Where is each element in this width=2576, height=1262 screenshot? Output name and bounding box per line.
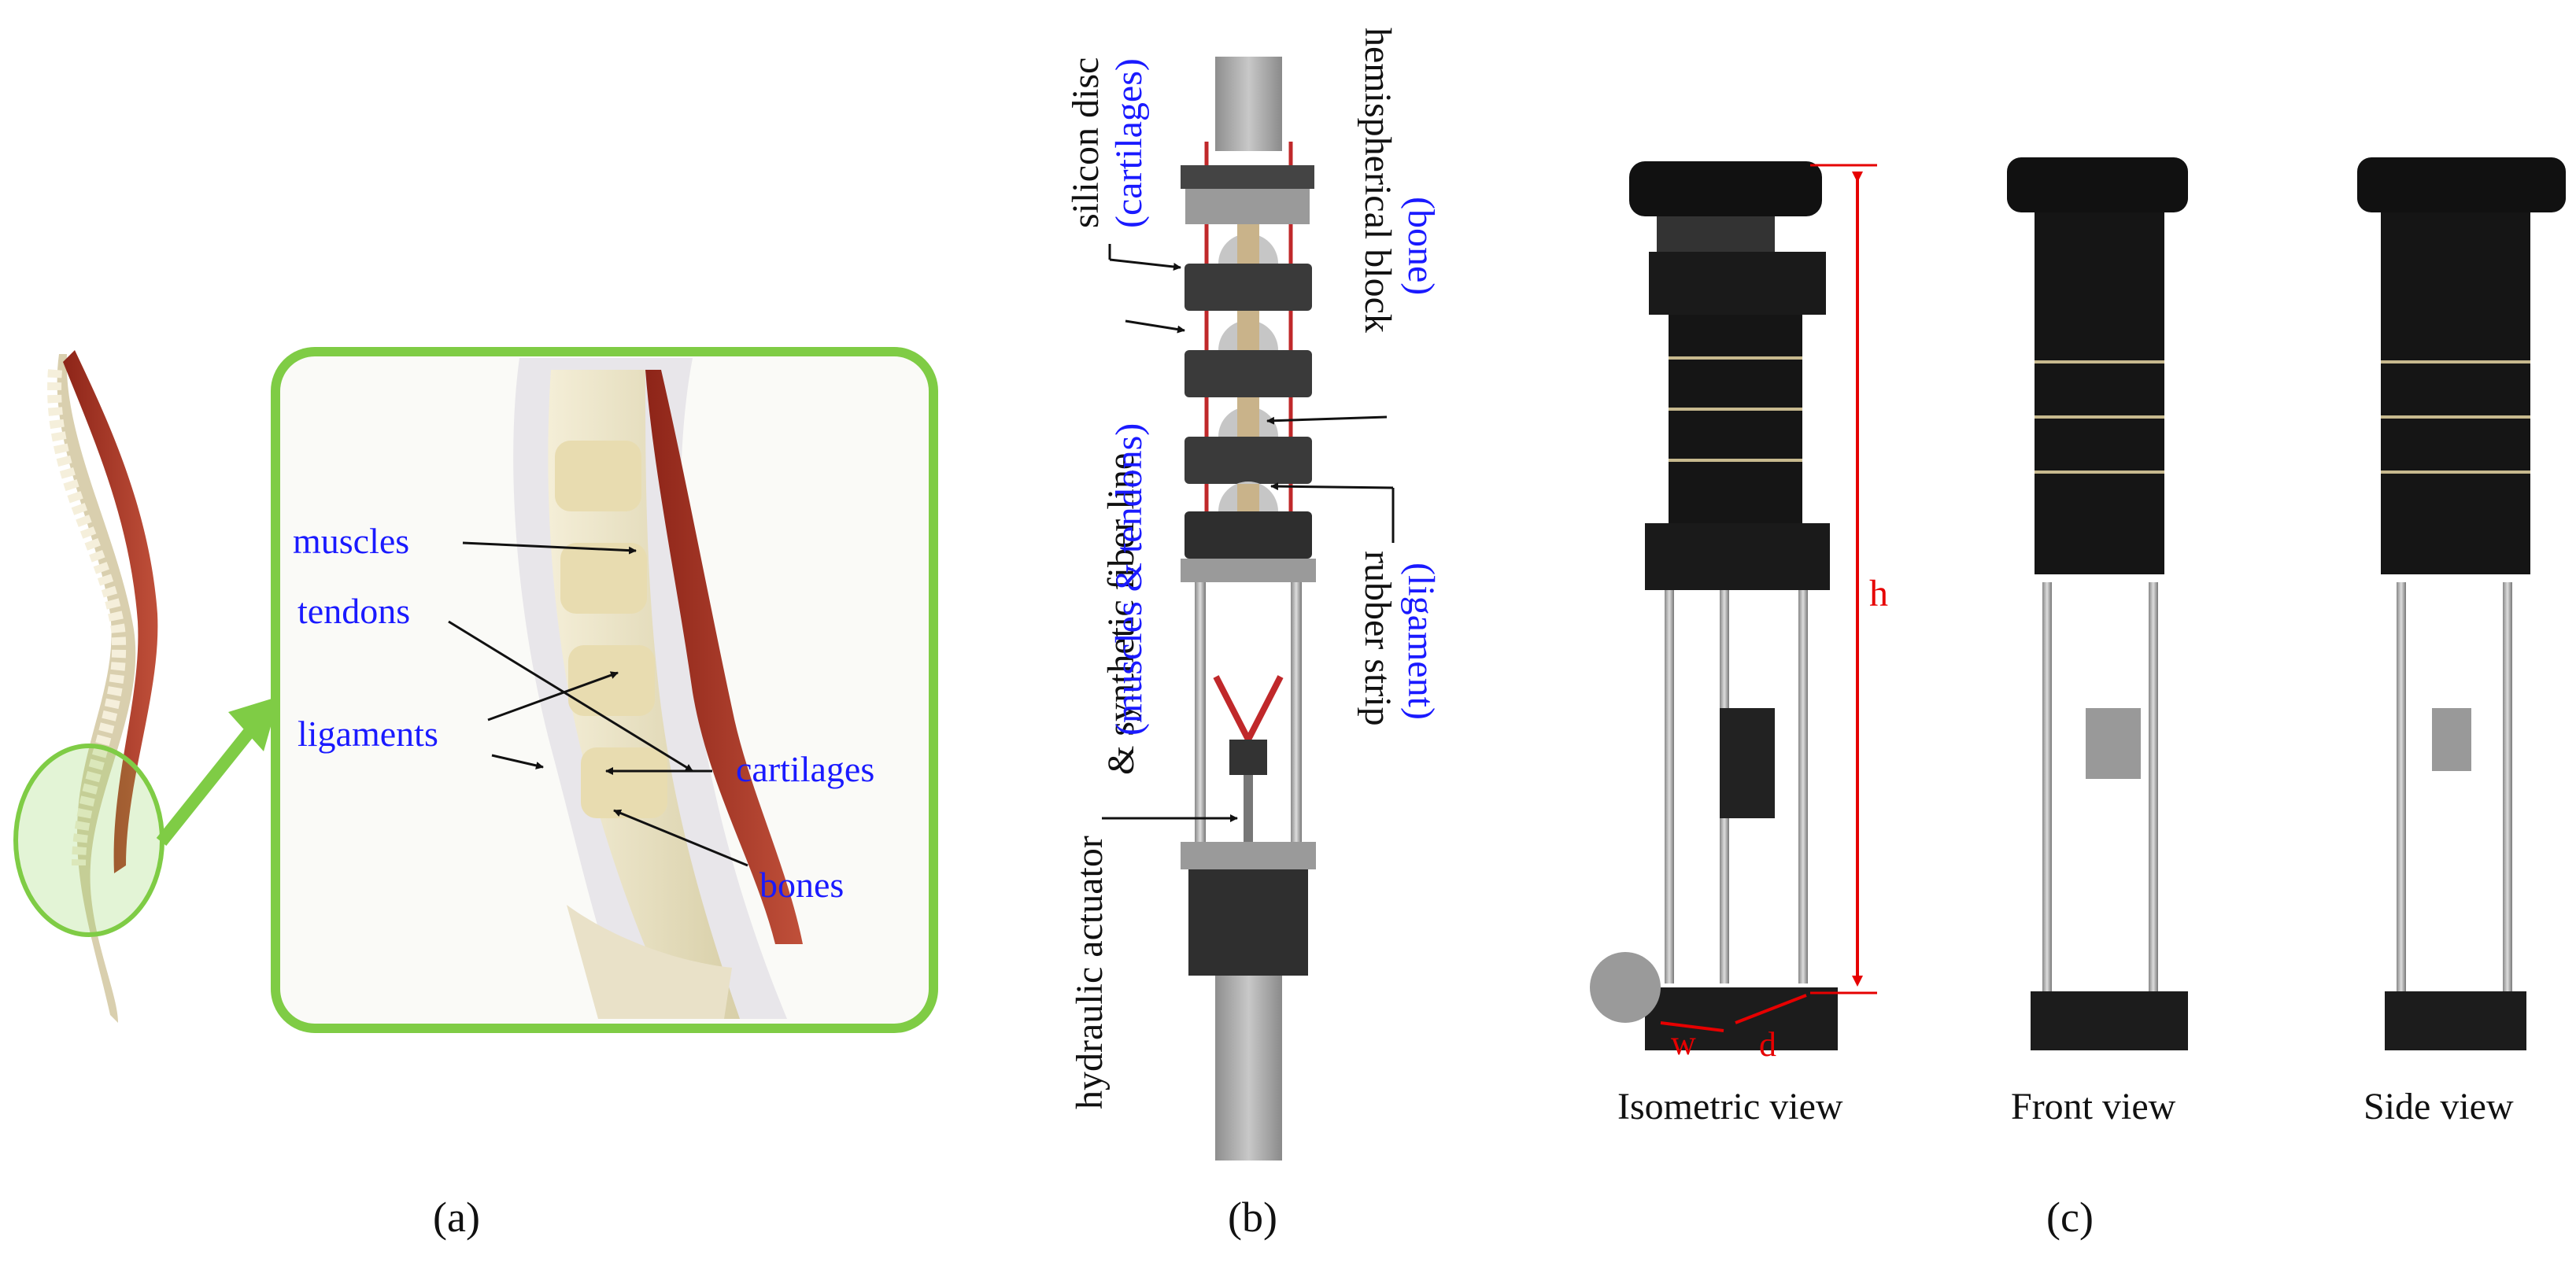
panel-c: h w d Isometric view Front view Side vie… [1590, 157, 2566, 1241]
dim-d-label: d [1759, 1025, 1776, 1064]
label-fiber-line-sub: (muscles & tendons) [1108, 423, 1150, 736]
view-label-front: Front view [2011, 1086, 2176, 1127]
photo-isometric-view [1590, 161, 1838, 1050]
cad-model [1181, 57, 1316, 1161]
anatomy-pointers [448, 541, 748, 867]
label-ligaments: ligaments [298, 714, 438, 754]
label-silicon-disc: silicon disc [1065, 57, 1107, 228]
label-rubber-strip-sub: (ligament) [1400, 563, 1442, 720]
label-hemispherical-block-sub: (bone) [1400, 197, 1442, 295]
label-tendons: tendons [298, 591, 410, 631]
dim-w-label: w [1671, 1024, 1696, 1062]
panel-b: silicon disc (cartilages) & synthetic fi… [1065, 28, 1442, 1241]
view-label-isometric: Isometric view [1617, 1086, 1843, 1127]
caption-c: (c) [2046, 1194, 2094, 1241]
label-cartilages: cartilages [736, 749, 874, 789]
zoom-arrow [156, 696, 279, 846]
label-silicon-disc-sub: (cartilages) [1108, 58, 1150, 228]
photo-front-view [2007, 157, 2188, 1050]
caption-a: (a) [433, 1194, 480, 1241]
highlight-circle [13, 744, 164, 937]
view-label-side: Side view [2363, 1086, 2514, 1127]
dim-h-label: h [1869, 573, 1888, 614]
full-spine-illustration [47, 350, 158, 1023]
panel-a: muscles tendons ligaments cartilages bon… [13, 347, 938, 1241]
cad-pointers [1102, 244, 1395, 822]
caption-b: (b) [1228, 1194, 1277, 1241]
label-rubber-strip: rubber strip [1357, 551, 1399, 726]
dimension-w-d [1660, 994, 1807, 1032]
photo-side-view [2357, 157, 2566, 1050]
label-bones: bones [759, 865, 844, 905]
label-hemispherical-block: hemispherical block [1357, 28, 1399, 333]
dimension-h [1810, 164, 1877, 994]
label-hydraulic-actuator: hydraulic actuator [1069, 836, 1111, 1109]
label-fiber-line: & synthetic fiber line [1100, 453, 1142, 775]
label-muscles: muscles [293, 521, 409, 561]
